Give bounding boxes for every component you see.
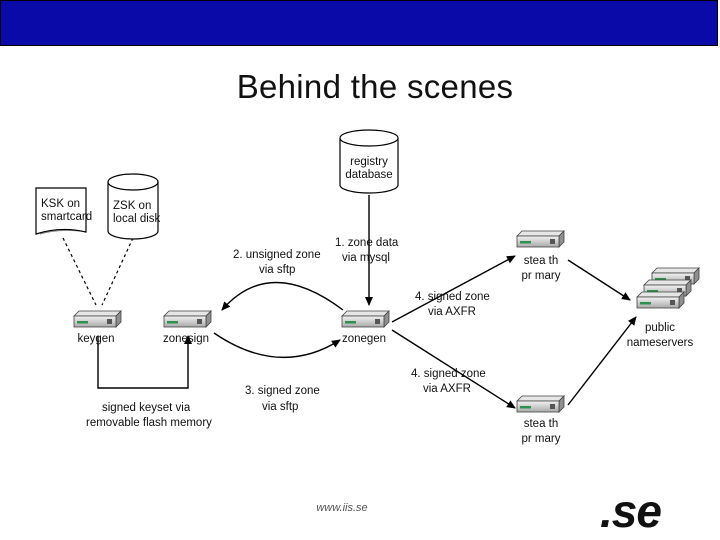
signed-zone-sftp-label-1: 3. signed zone: [245, 385, 320, 397]
smartcard-icon: [35, 187, 87, 235]
stealth-to-ns-top: [567, 259, 631, 301]
zsk-label-1: ZSK on: [113, 200, 151, 212]
unsigned-zone-arrow: [221, 281, 344, 311]
registry-db-label-2: database: [345, 169, 392, 181]
unsigned-zone-label-2: via sftp: [259, 264, 295, 276]
zsk-link: [101, 237, 134, 306]
axfr-bottom-label-1: 4. signed zone: [411, 368, 486, 380]
ksk-label-2: smartcard: [41, 211, 92, 223]
stealth-to-ns-bottom: [567, 316, 637, 406]
slide-header-bar: [0, 0, 718, 46]
signed-zone-sftp-label-2: via sftp: [262, 401, 298, 413]
axfr-top-label-2: via AXFR: [428, 306, 476, 318]
stealth-primary-top-server-icon: [516, 230, 565, 248]
zone-data-label-1: 1. zone data: [335, 237, 399, 249]
ksk-label-1: KSK on: [41, 198, 80, 210]
unsigned-zone-label-1: 2. unsigned zone: [233, 249, 321, 261]
zonesign-server-icon: [163, 310, 212, 328]
public-ns-label-1: public: [645, 322, 675, 334]
zsk-label-2: local disk: [113, 213, 161, 225]
nameserver-stack-icon: [636, 267, 700, 309]
zonegen-label: zonegen: [342, 333, 386, 345]
slide-title: Behind the scenes: [236, 68, 514, 105]
stealth-bottom-label-2: pr mary: [522, 433, 561, 445]
keygen-server-icon: [73, 310, 122, 328]
stealth-top-label-1: stea th: [524, 255, 559, 267]
keyset-label-1: signed keyset via: [102, 402, 191, 414]
stealth-top-label-2: pr mary: [522, 270, 561, 282]
keygen-label: keygen: [77, 333, 114, 345]
local-disk-icon: [107, 173, 159, 240]
public-ns-label-2: nameservers: [627, 337, 694, 349]
zone-data-label-2: via mysql: [342, 252, 390, 264]
axfr-bottom-label-2: via AXFR: [423, 383, 471, 395]
axfr-bottom-arrow: [391, 329, 516, 409]
registry-database-icon: [339, 129, 399, 194]
signed-zone-arrow: [213, 332, 341, 358]
axfr-top-label-1: 4. signed zone: [415, 291, 490, 303]
keyset-arrow: [97, 335, 192, 389]
stealth-bottom-label-1: stea th: [524, 418, 559, 430]
stealth-primary-bottom-server-icon: [516, 395, 565, 413]
keyset-label-2: removable flash memory: [86, 417, 212, 429]
ksk-link: [62, 237, 97, 306]
se-logo: .se: [600, 485, 662, 537]
registry-db-label-1: registry: [350, 156, 388, 168]
axfr-top-arrow: [391, 255, 516, 323]
zonegen-server-icon: [341, 310, 390, 328]
footer-url: www.iis.se: [316, 502, 368, 514]
zonesign-label: zonesign: [163, 333, 209, 345]
